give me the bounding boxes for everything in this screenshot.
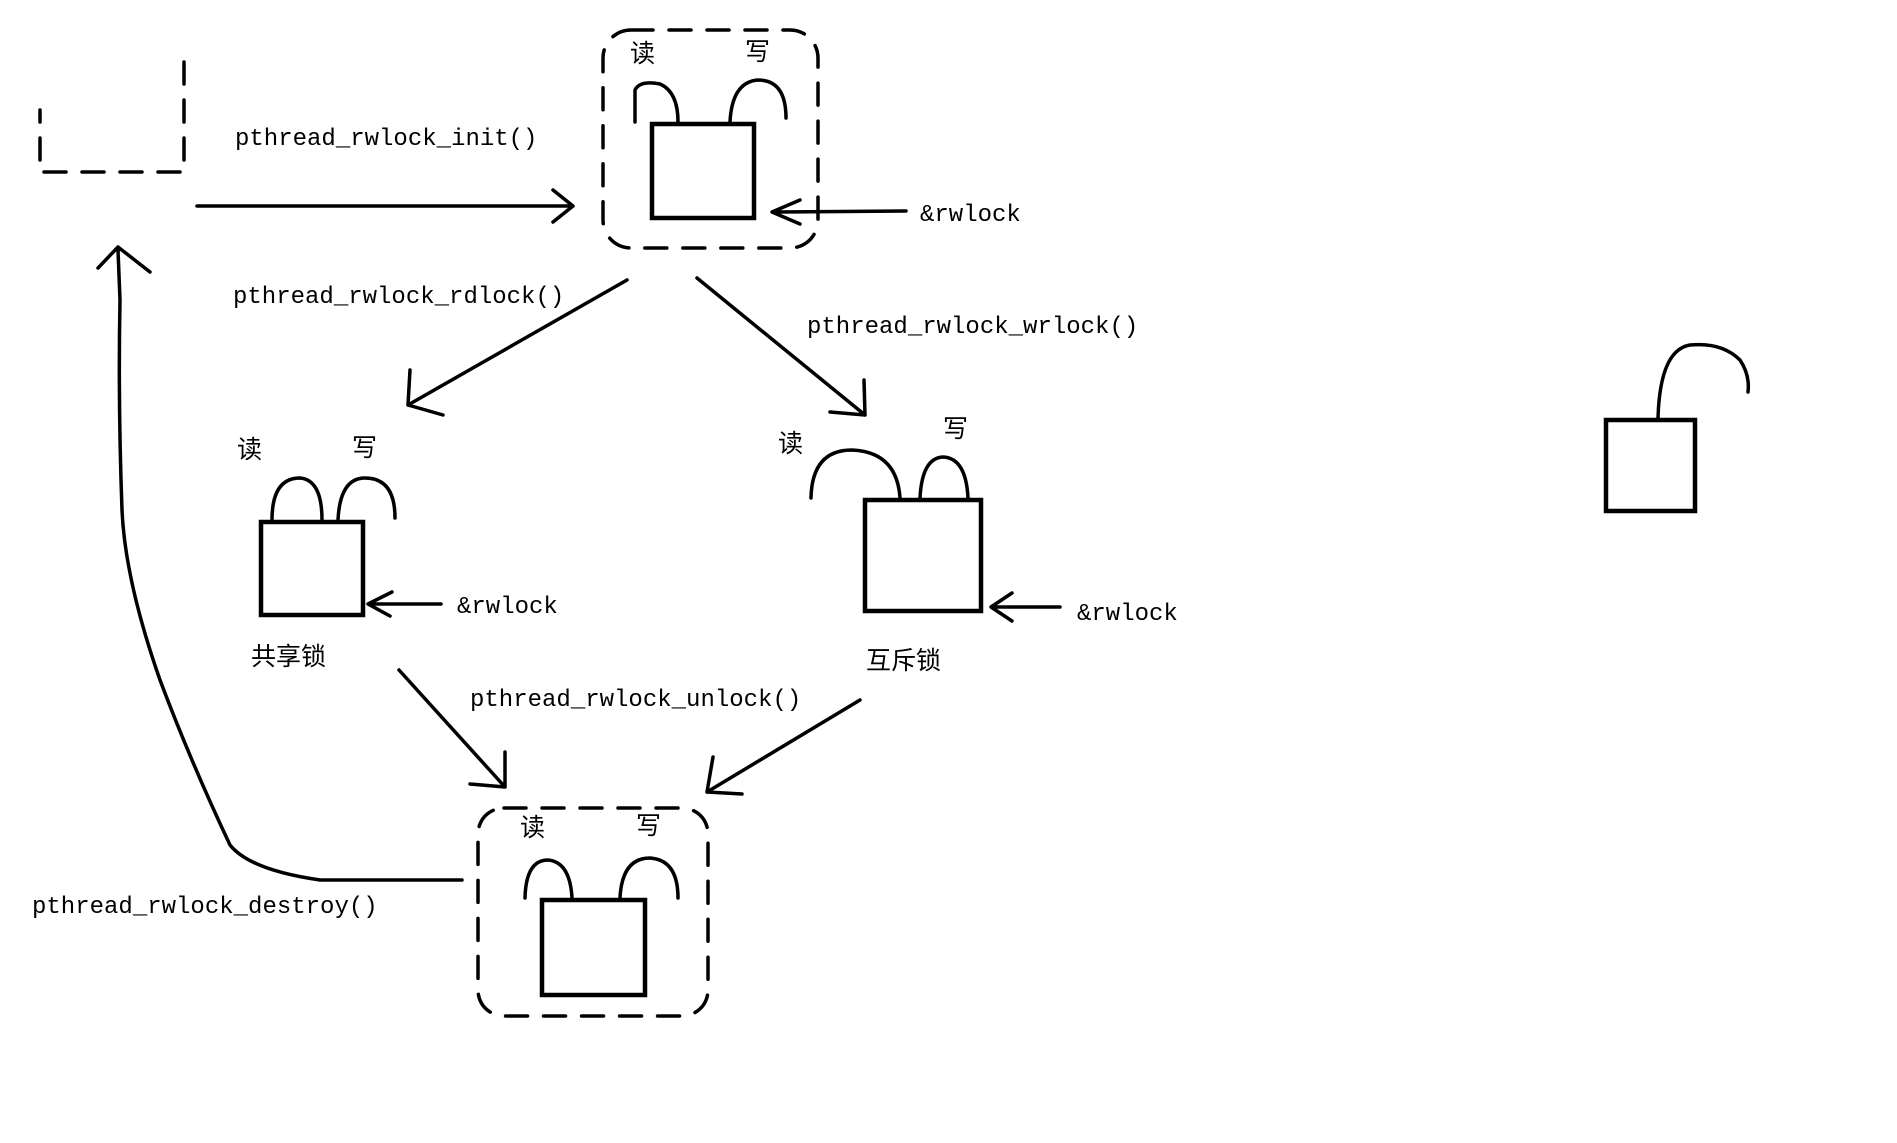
write-shackle-icon: [918, 455, 970, 500]
destroy-function-label: pthread_rwlock_destroy(): [32, 894, 378, 921]
lock-body-icon: [258, 519, 366, 618]
rdlock-arrow: [406, 278, 629, 417]
read-label: 读: [520, 813, 545, 842]
write-label: 写: [352, 433, 377, 462]
open-shackle-icon: [1656, 342, 1751, 420]
unlock-arrow-from-shared: [397, 668, 507, 789]
lock-body-icon: [862, 497, 984, 614]
pointer-arrow-icon: [770, 198, 908, 226]
read-label: 读: [630, 39, 655, 68]
pointer-arrow-icon: [989, 591, 1062, 623]
exclusive-lock-label: 互斥锁: [866, 646, 941, 675]
exclusive-lock: 读 写 &rwlock 互斥锁: [778, 414, 1178, 675]
write-label: 写: [636, 811, 661, 840]
init-function-label: pthread_rwlock_init(): [235, 126, 537, 153]
wrlock-arrow: [695, 276, 867, 417]
destroy-transition: pthread_rwlock_destroy(): [32, 245, 464, 921]
rwlock-ref-label: &rwlock: [1077, 601, 1178, 628]
write-shackle-icon: [618, 856, 680, 900]
lock-body-icon: [539, 897, 648, 998]
unlock-arrow-from-exclusive: [705, 698, 862, 796]
read-shackle-icon: [809, 448, 902, 500]
unlock-function-label: pthread_rwlock_unlock(): [470, 687, 801, 714]
write-shackle-icon: [728, 78, 788, 124]
rdlock-function-label: pthread_rwlock_rdlock(): [233, 284, 564, 311]
unlock-transition: pthread_rwlock_unlock(): [397, 668, 862, 796]
read-label: 读: [237, 435, 262, 464]
lock-body-icon: [1603, 417, 1698, 514]
initialized-lock: 读 写 &rwlock: [601, 28, 1021, 250]
init-arrow: [195, 188, 575, 224]
init-transition: pthread_rwlock_init(): [195, 126, 575, 224]
pointer-arrow-icon: [366, 590, 443, 618]
unlocked-lock: 读 写: [476, 806, 710, 1018]
wrlock-transition: pthread_rwlock_wrlock(): [695, 276, 1138, 417]
read-shackle-icon: [523, 858, 574, 900]
read-shackle-icon: [270, 476, 324, 522]
read-label: 读: [778, 429, 803, 458]
open-lock-icon: [1603, 342, 1751, 514]
uninitialized-state: [38, 60, 186, 174]
shared-lock: 读 写 &rwlock 共享锁: [237, 433, 558, 671]
rwlock-ref-label: &rwlock: [457, 594, 558, 621]
initialized-lock-frame: [601, 28, 820, 250]
write-label: 写: [943, 414, 968, 443]
shared-lock-label: 共享锁: [251, 642, 326, 671]
unlocked-lock-frame: [476, 806, 710, 1018]
rdlock-transition: pthread_rwlock_rdlock(): [233, 278, 629, 417]
lock-body-icon: [649, 121, 757, 221]
write-shackle-icon: [336, 476, 397, 522]
write-label: 写: [745, 37, 770, 66]
read-shackle-icon: [633, 81, 680, 124]
rwlock-ref-label: &rwlock: [920, 202, 1021, 229]
wrlock-function-label: pthread_rwlock_wrlock(): [807, 314, 1138, 341]
destroy-arrow: [96, 245, 464, 882]
